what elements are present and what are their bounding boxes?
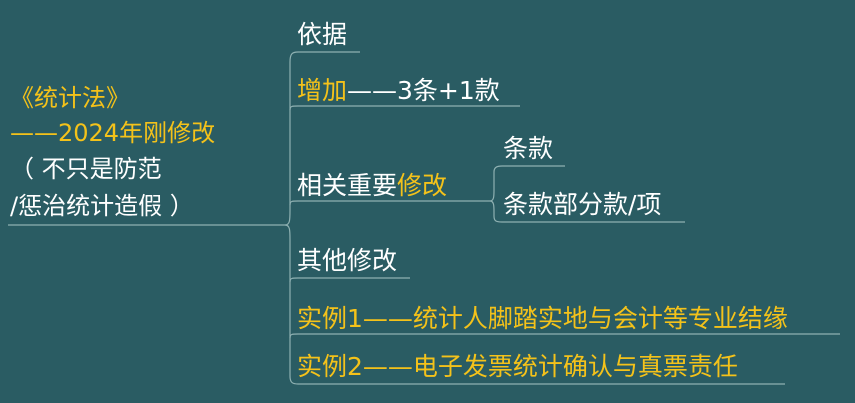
sub-branch-clause-items: 条款部分款/项: [503, 190, 662, 219]
branch-additions-highlight: 增加: [297, 76, 348, 105]
branch-line-related: [289, 200, 490, 206]
sub-branch-clauses: 条款: [503, 134, 554, 163]
branch-line-add: [289, 105, 520, 111]
branch-additions: 增加——3条+1款: [297, 76, 500, 106]
trunk-lower: [284, 224, 785, 385]
branch-related-changes: 相关重要修改: [297, 171, 447, 201]
branch-case-2: 实例2——电子发票统计确认与真票责任: [297, 352, 738, 381]
root-note-line1: （ 不只是防范: [10, 155, 162, 183]
branch-related-plain: 相关重要: [297, 171, 398, 200]
branch-line-other: [289, 277, 410, 283]
connector-group: [8, 51, 840, 385]
root-subtitle: ——2024年刚修改: [10, 119, 216, 147]
branch-additions-rest: ——3条+1款: [347, 76, 500, 105]
branch-related-highlight: 修改: [397, 171, 448, 200]
sub-branch-line: [489, 165, 565, 202]
trunk-line: [284, 51, 360, 226]
branch-line-case1: [289, 333, 840, 339]
branch-other-changes: 其他修改: [297, 246, 398, 275]
sub-branch-line-2: [489, 200, 685, 223]
branch-case-1: 实例1——统计人脚踏实地与会计等专业结缘: [297, 304, 788, 333]
branch-basis: 依据: [297, 20, 348, 49]
root-note-line2: /惩治统计造假 ）: [10, 192, 194, 220]
root-title: 《统计法》: [10, 84, 130, 112]
